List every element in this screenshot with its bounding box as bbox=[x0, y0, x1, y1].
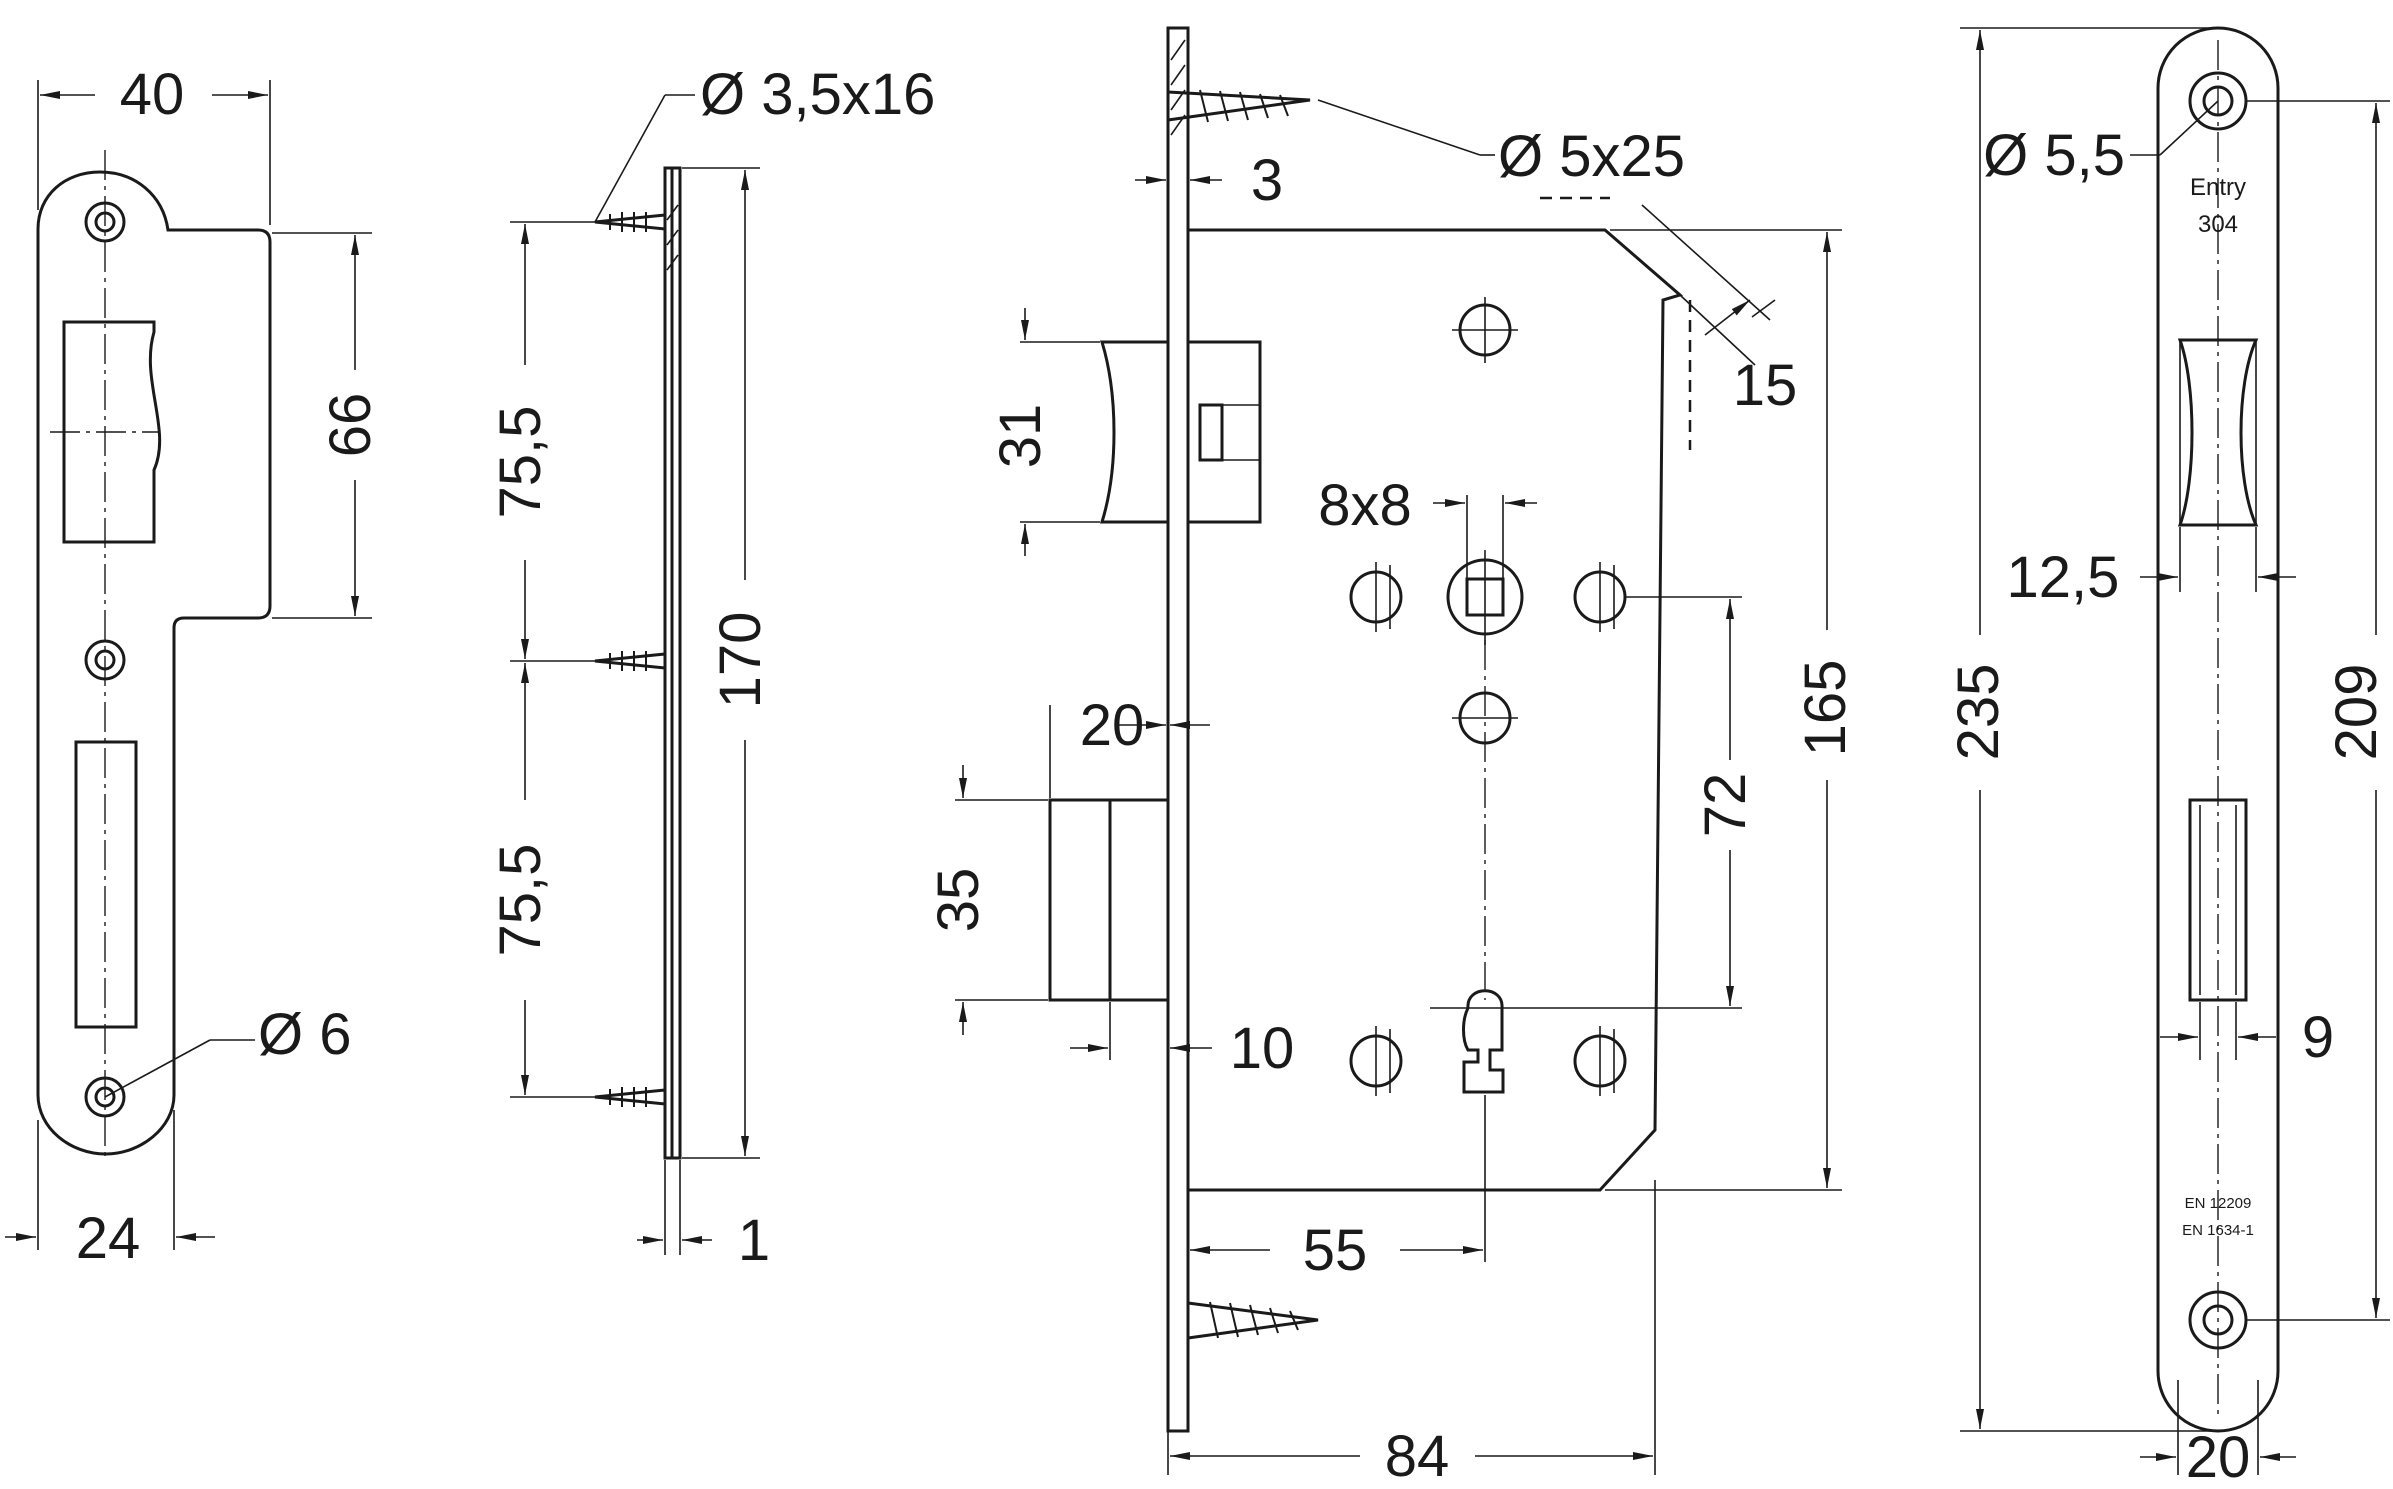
faceplate-hole-label: Ø 5,5 bbox=[1983, 123, 2125, 188]
dead-bolt bbox=[1048, 798, 1170, 1002]
strike-hole-top bbox=[84, 201, 126, 243]
strike-side-view: Ø 3,5x16 75,5 75,5 170 1 bbox=[488, 62, 935, 1273]
hole-distance-label: 209 bbox=[2324, 664, 2389, 761]
case-hole-bottom-right bbox=[1573, 1026, 1627, 1096]
lock-screw-label: Ø 5x25 bbox=[1498, 124, 1685, 189]
case-hole-top bbox=[1452, 297, 1518, 363]
lock-body-view: Ø 5x25 3 15 31 8x8 20 35 10 bbox=[926, 26, 1858, 1489]
bolt-offset-label: 10 bbox=[1230, 1016, 1295, 1081]
side-lower-label: 75,5 bbox=[488, 844, 553, 957]
side-total-label: 170 bbox=[708, 612, 773, 709]
bolt-height-label: 35 bbox=[926, 868, 991, 933]
spindle-label: 8x8 bbox=[1318, 473, 1412, 538]
case-depth-label: 84 bbox=[1385, 1424, 1450, 1489]
backset-label: 55 bbox=[1303, 1218, 1368, 1283]
lock-screw-bottom bbox=[1186, 1301, 1319, 1340]
faceplate-bolt-slot bbox=[2188, 798, 2248, 1002]
centre-distance-label: 72 bbox=[1693, 773, 1758, 838]
faceplate-view: Entry 304 EN 12209 EN 1634-1 Ø 5,5 12,5 … bbox=[1946, 26, 2390, 1489]
side-upper-label: 75,5 bbox=[488, 406, 553, 519]
latch-height-label: 31 bbox=[988, 404, 1053, 469]
side-screw-middle bbox=[594, 651, 667, 671]
bolt-slot-width-label: 9 bbox=[2302, 1005, 2334, 1070]
case-hole-bottom-left bbox=[1349, 1026, 1403, 1096]
material-label: 304 bbox=[2198, 211, 2238, 238]
norm-label-2: EN 1634-1 bbox=[2182, 1222, 2254, 1239]
side-screw-bottom bbox=[594, 1087, 667, 1107]
bolt-opening bbox=[74, 740, 138, 1029]
faceplate-width-label: 20 bbox=[2186, 1425, 2251, 1489]
latch-opening bbox=[62, 320, 162, 544]
spindle-hub bbox=[1446, 550, 1524, 645]
strike-width-label: 40 bbox=[120, 62, 185, 127]
side-screw-label: Ø 3,5x16 bbox=[700, 62, 935, 127]
side-screw-top bbox=[594, 212, 667, 232]
latch-slot-width-label: 12,5 bbox=[2007, 545, 2120, 610]
strike-bottom-label: 24 bbox=[76, 1206, 141, 1271]
faceplate-thickness-label: 3 bbox=[1251, 148, 1283, 213]
side-thickness-label: 1 bbox=[738, 1208, 770, 1273]
model-label: Entry bbox=[2190, 174, 2246, 201]
lock-faceplate bbox=[1166, 26, 1190, 1433]
chamfer-label: 15 bbox=[1733, 353, 1798, 418]
strike-height-label: 66 bbox=[318, 393, 383, 458]
lock-screw-top bbox=[1166, 89, 1311, 123]
bolt-throw-label: 20 bbox=[1080, 693, 1145, 758]
strike-hole-middle bbox=[84, 639, 126, 681]
keyhole bbox=[1462, 989, 1505, 1094]
faceplate-length-label: 235 bbox=[1946, 664, 2011, 761]
case-height-label: 165 bbox=[1793, 660, 1858, 757]
strike-hole-bottom bbox=[84, 1076, 126, 1118]
strike-hole-label: Ø 6 bbox=[258, 1002, 352, 1067]
case-hole-left bbox=[1349, 562, 1403, 632]
strike-plate-view: 40 66 Ø 6 24 bbox=[5, 62, 383, 1271]
case-hole-right bbox=[1573, 562, 1627, 632]
lock-case bbox=[1188, 228, 1684, 1192]
strike-plate-outline bbox=[36, 170, 272, 1156]
latch-bolt bbox=[1099, 340, 1262, 524]
norm-label-1: EN 12209 bbox=[2185, 1195, 2252, 1212]
faceplate-latch-slot bbox=[2177, 338, 2259, 527]
